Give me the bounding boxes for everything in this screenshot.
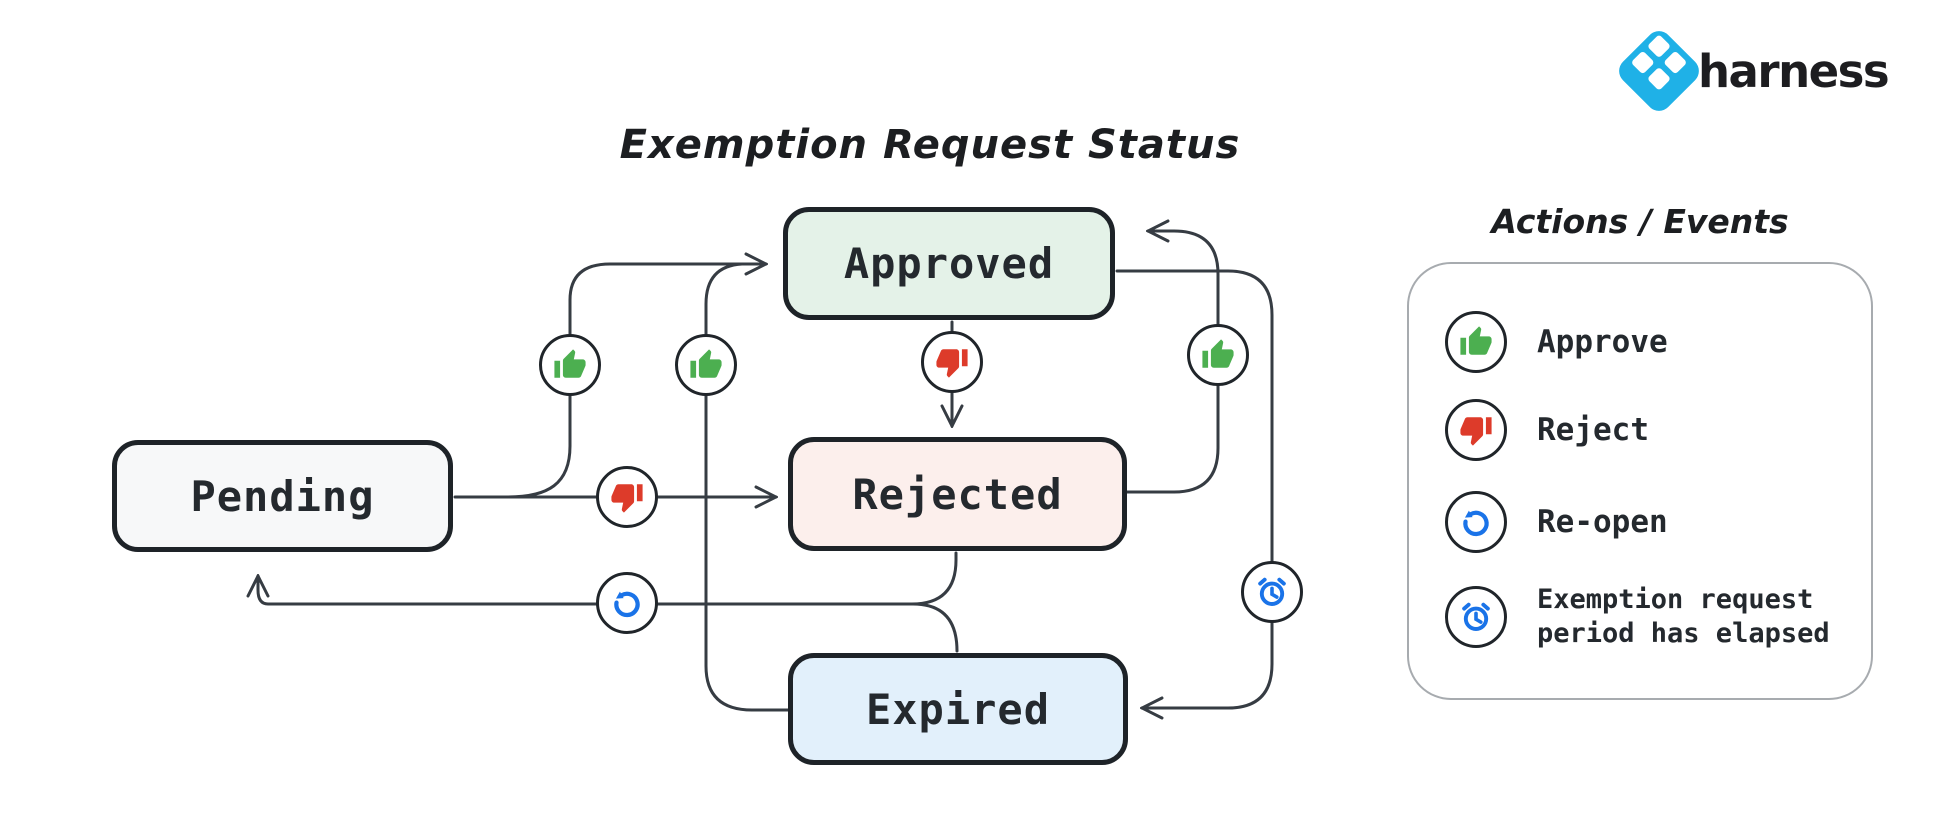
harness-wordmark: harness bbox=[1698, 44, 1890, 98]
thumbs-down-icon bbox=[936, 349, 968, 378]
legend-title: Actions / Events bbox=[1491, 202, 1789, 241]
legend-box: Approve Reject Re-open bbox=[1407, 262, 1873, 700]
state-label-pending: Pending bbox=[190, 471, 375, 521]
state-expired: Expired bbox=[788, 653, 1128, 765]
reject-badge-pending-rejected bbox=[596, 466, 658, 528]
legend-label-reopen: Re-open bbox=[1537, 504, 1668, 540]
reopen-icon bbox=[1463, 510, 1489, 537]
harness-diamond-icon bbox=[1613, 25, 1705, 117]
approve-badge-rejected-approved bbox=[1187, 324, 1249, 386]
thumbs-up-icon bbox=[1202, 339, 1234, 368]
state-label-expired: Expired bbox=[865, 684, 1050, 734]
thumbs-up-icon bbox=[690, 349, 722, 378]
state-label-rejected: Rejected bbox=[852, 469, 1063, 519]
state-pending: Pending bbox=[112, 440, 453, 552]
legend-item-approve: Approve bbox=[1445, 311, 1668, 373]
legend-label-elapsed: Exemption request period has elapsed bbox=[1537, 584, 1830, 649]
reopen-badge bbox=[596, 572, 658, 634]
alarm-clock-icon bbox=[1462, 602, 1490, 631]
legend-label-reject: Reject bbox=[1537, 412, 1649, 448]
state-approved: Approved bbox=[783, 207, 1115, 320]
thumbs-up-icon bbox=[1460, 326, 1492, 355]
elapsed-badge-approved-expired bbox=[1241, 561, 1303, 623]
legend-label-approve: Approve bbox=[1537, 324, 1668, 360]
state-rejected: Rejected bbox=[788, 437, 1127, 551]
reject-badge-approved-rejected bbox=[921, 331, 983, 393]
reopen-icon bbox=[614, 591, 640, 618]
legend-item-elapsed: Exemption request period has elapsed bbox=[1445, 584, 1830, 649]
thumbs-up-icon bbox=[554, 349, 586, 378]
legend-item-reopen: Re-open bbox=[1445, 491, 1668, 553]
page-title: Exemption Request Status bbox=[619, 122, 1241, 168]
harness-logo: harness bbox=[1613, 25, 1890, 117]
approve-badge-pending-approved bbox=[539, 334, 601, 396]
thumbs-down-icon bbox=[611, 484, 643, 513]
legend-item-reject: Reject bbox=[1445, 399, 1649, 461]
alarm-clock-icon bbox=[1258, 577, 1286, 606]
thumbs-down-icon bbox=[1460, 417, 1492, 446]
state-label-approved: Approved bbox=[843, 239, 1055, 288]
approve-badge-expired-approved bbox=[675, 334, 737, 396]
